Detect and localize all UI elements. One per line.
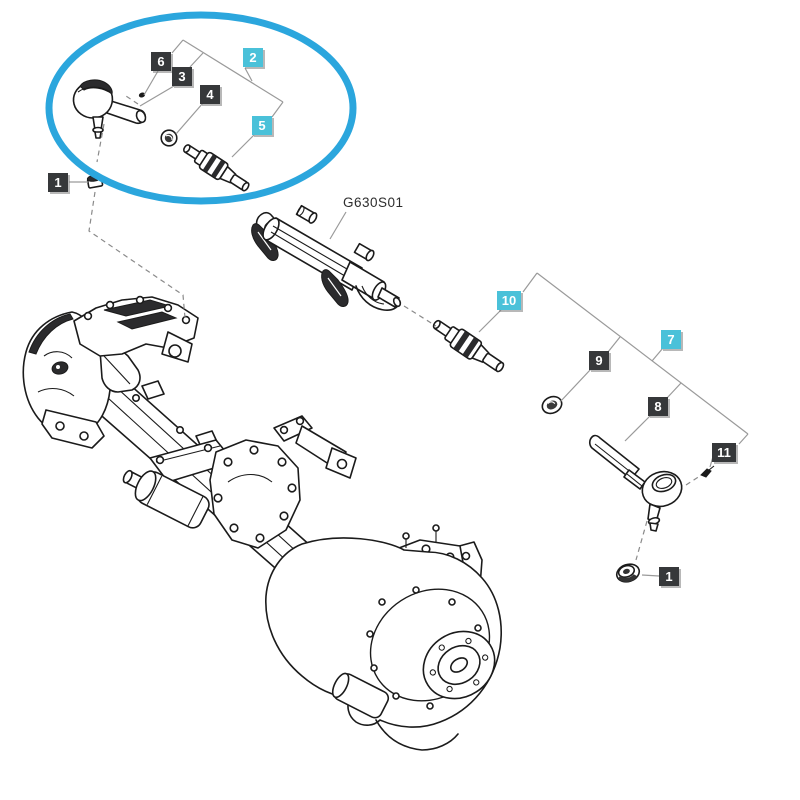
front-axle-drawing [22,295,502,751]
callout-7-text: 7 [667,332,675,347]
tie-rod-end-left-drawing [72,79,147,139]
leader-lines [69,39,749,577]
callout-8[interactable]: 8 [648,397,668,416]
callout-4[interactable]: 4 [200,85,220,104]
callout-2-text: 2 [249,50,257,65]
coupling-part5-drawing [183,144,250,192]
nut-part4-drawing [160,129,178,147]
callout-3-text: 3 [178,69,186,84]
assembly-dash-lines [88,93,701,561]
callout-9[interactable]: 9 [589,351,609,370]
callout-9-text: 9 [595,353,603,368]
highlight-ellipse [45,11,357,205]
tie-rod-end-right-drawing [588,434,683,532]
callout-2[interactable]: 2 [243,48,263,67]
callout-5[interactable]: 5 [252,116,272,135]
callout-1-left[interactable]: 1 [48,173,68,192]
steering-cylinder-drawing [251,204,402,311]
callout-1-left-text: 1 [54,175,62,190]
callout-3[interactable]: 3 [172,67,192,86]
coupling-part10-drawing [432,319,505,373]
callout-10-text: 10 [501,293,517,308]
callout-6-text: 6 [157,54,165,69]
callout-10[interactable]: 10 [497,291,521,310]
callout-1-right[interactable]: 1 [659,567,679,586]
callout-6[interactable]: 6 [151,52,171,71]
pin-part11-drawing [700,465,715,478]
drawing-code-label: G630S01 [343,195,404,210]
callout-5-text: 5 [258,118,266,133]
callout-7[interactable]: 7 [661,330,681,349]
nut-part1-right-drawing [615,563,641,583]
callout-1-right-text: 1 [665,569,673,584]
alignment-dot [138,92,146,98]
callout-8-text: 8 [654,399,662,414]
callout-4-text: 4 [206,87,214,102]
nut-part9-drawing [541,395,563,415]
callout-11[interactable]: 11 [712,443,736,462]
callout-11-text: 11 [717,445,731,460]
